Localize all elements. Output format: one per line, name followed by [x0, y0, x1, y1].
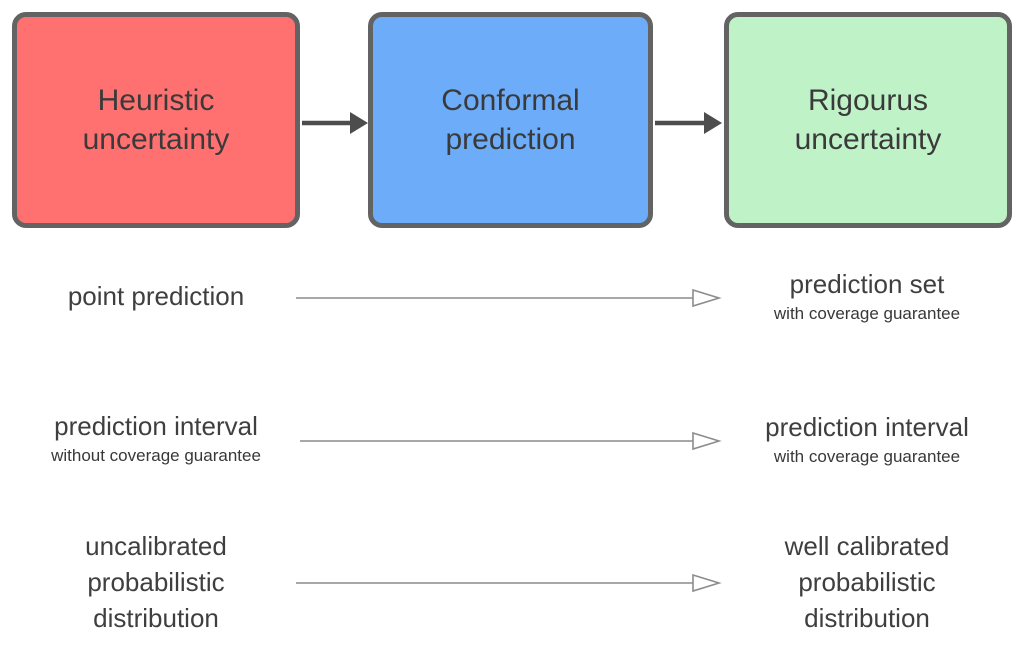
node-rigourus-uncertainty-label: Rigourus uncertainty: [794, 84, 942, 156]
row2-right-label: prediction interval with coverage guaran…: [734, 411, 1000, 468]
row2-left-label: prediction interval without coverage gua…: [18, 410, 294, 467]
arrow-heuristic-to-conformal-icon: [302, 112, 368, 134]
arrow-uncalibrated-to-well-calibrated-icon: [296, 573, 722, 593]
row1-right-label: prediction set with coverage guarantee: [734, 268, 1000, 325]
row3-left-title: uncalibrated probabilistic distribution: [85, 531, 227, 633]
row2-left-subtitle: without coverage guarantee: [51, 446, 261, 465]
row2-right-subtitle: with coverage guarantee: [773, 447, 961, 466]
arrow-point-prediction-to-prediction-set-icon: [296, 288, 722, 308]
row3-right-title: well calibrated probabilistic distributi…: [784, 531, 950, 633]
row1-left-title: point prediction: [67, 281, 245, 311]
node-rigourus-uncertainty: Rigourus uncertainty: [724, 12, 1012, 228]
row1-left-label: point prediction: [18, 280, 294, 312]
arrow-prediction-interval-to-prediction-interval-icon: [300, 431, 722, 451]
node-conformal-prediction: Conformal prediction: [368, 12, 653, 228]
arrow-conformal-to-rigourus-icon: [655, 112, 722, 134]
node-heuristic-uncertainty-label: Heuristic uncertainty: [82, 84, 230, 156]
row1-right-title: prediction set: [789, 269, 945, 299]
row2-right-title: prediction interval: [765, 412, 969, 442]
row3-right-label: well calibrated probabilistic distributi…: [734, 528, 1000, 636]
row2-left-title: prediction interval: [54, 411, 258, 441]
node-heuristic-uncertainty: Heuristic uncertainty: [12, 12, 300, 228]
row3-left-label: uncalibrated probabilistic distribution: [18, 528, 294, 636]
row1-right-subtitle: with coverage guarantee: [773, 304, 961, 323]
node-conformal-prediction-label: Conformal prediction: [441, 84, 580, 156]
